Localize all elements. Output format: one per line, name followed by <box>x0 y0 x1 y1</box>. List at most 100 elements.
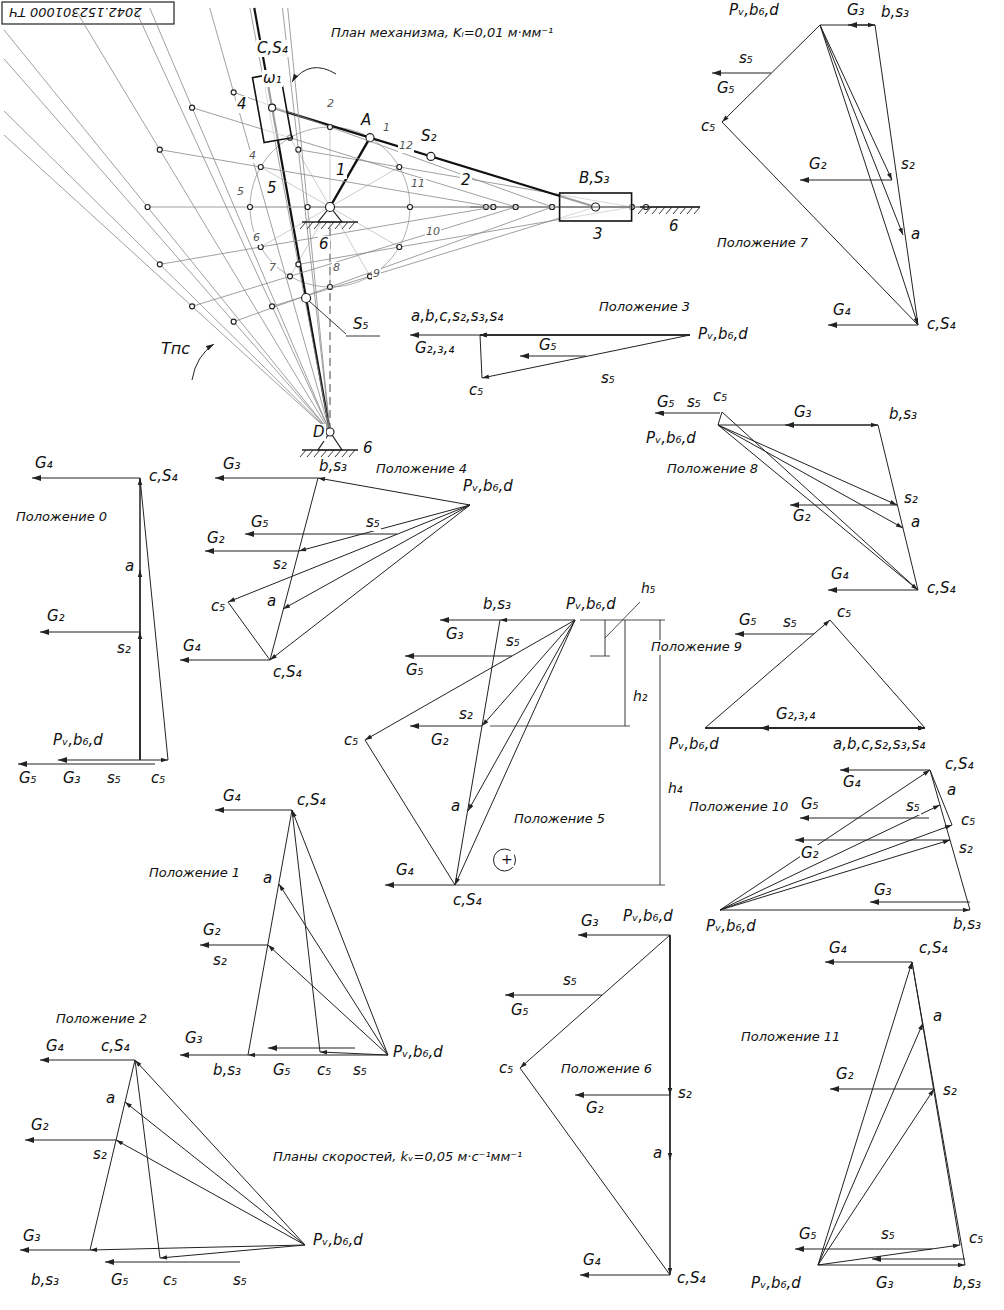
arrow-head <box>840 767 849 773</box>
sign-circle <box>494 849 516 871</box>
drawing-label: G₃ <box>873 882 893 899</box>
drawing-label: s₅ <box>600 370 616 387</box>
weight-force-arrow <box>180 1054 248 1055</box>
drawing-label: Положение 0 <box>15 510 108 525</box>
arrow-head <box>760 725 769 731</box>
ground-hatch <box>342 450 348 457</box>
arrow-head <box>440 617 449 623</box>
drawing-label: B,S₃ <box>578 170 611 187</box>
weight-force-arrow <box>825 961 912 962</box>
relative-velocity-line <box>135 1060 160 1258</box>
rotation-arrow <box>292 68 336 82</box>
arrow-head <box>480 333 487 337</box>
velocity-vector <box>228 505 470 602</box>
velocity-vector <box>320 1052 388 1055</box>
weight-force-arrow <box>25 1139 116 1140</box>
arrow-head <box>248 1053 255 1057</box>
velocity-vector <box>705 620 830 728</box>
arrow-head <box>480 333 487 337</box>
drawing-label: a,b,c,s₂,s₃,s₄ <box>832 736 926 753</box>
ground-hatch <box>694 207 700 214</box>
weight-force-arrow <box>410 725 482 726</box>
arrow-head <box>480 333 487 337</box>
drawing-label: a <box>450 798 461 815</box>
velocity-vector <box>818 1089 934 1265</box>
drawing-label: G₃ <box>445 626 465 643</box>
drawing-label: G₄ <box>45 1038 65 1055</box>
drawing-label: G₅ <box>738 612 758 629</box>
drawing-label: a,b,c,s₂,s₃,s₄ <box>410 308 504 325</box>
crank-pin-position <box>258 165 263 170</box>
relative-velocity-line <box>912 962 960 1245</box>
drawing-label: G₃ <box>22 1228 42 1245</box>
rocker-position <box>4 30 330 432</box>
link-velocity-line <box>875 25 918 325</box>
velocity-vector <box>160 1245 305 1258</box>
drawing-label: s₂ <box>942 1082 958 1099</box>
arrow-head <box>578 932 587 938</box>
arrow-head <box>410 332 419 338</box>
drawing-label: s₂ <box>900 156 916 173</box>
drawing-label: b,s₃ <box>880 4 910 21</box>
velocity-vector <box>500 620 575 621</box>
drawing-label: G₄ <box>34 455 54 472</box>
velocity-vector <box>718 425 878 426</box>
arrow-head <box>580 1272 589 1278</box>
weight-force-arrow <box>245 533 397 534</box>
weight-force-arrow <box>18 763 155 764</box>
drawing-label: Tпс <box>160 340 191 358</box>
link-velocity-line <box>455 620 500 885</box>
arrow-head <box>200 942 209 948</box>
ground-hatch <box>328 450 334 457</box>
arrow-head <box>90 1248 97 1252</box>
rocker-position <box>210 8 330 432</box>
drawing-label: G₄ <box>832 302 852 319</box>
drawing-label: Pᵥ,b₆,d <box>728 2 780 19</box>
velocity-vector <box>820 25 918 325</box>
drawing-label: + <box>500 851 514 867</box>
rod-position <box>160 207 494 264</box>
arrow-head <box>105 1259 114 1265</box>
drawing-label: G₃ <box>62 770 82 787</box>
drawing-label: a <box>652 1145 663 1162</box>
drawing-label: G₅ <box>538 337 558 354</box>
drawing-label: s₂ <box>458 706 474 723</box>
drawing-label: G₄ <box>395 862 415 879</box>
drawing-label: s₅ <box>106 770 122 787</box>
position-number: 5 <box>236 186 245 199</box>
arrow-head <box>520 353 529 359</box>
position-number: 12 <box>398 140 414 153</box>
arrow-head <box>215 807 224 813</box>
drawing-label: c₅ <box>498 1060 514 1077</box>
slider-block <box>560 193 632 221</box>
drawing-label: Pᵥ,b₆,d <box>645 430 697 447</box>
slider-pin-position <box>296 262 301 267</box>
link-velocity-line <box>248 810 292 1055</box>
weight-force-arrow <box>268 1047 355 1048</box>
drawing-label: s₅ <box>365 514 381 531</box>
drawing-label: G₃ <box>875 1275 895 1292</box>
drawing-label: 1 <box>335 162 347 179</box>
rocker-position <box>74 8 330 432</box>
drawing-label: Pᵥ,b₆,d <box>462 478 514 495</box>
arrow-head <box>825 959 834 965</box>
relative-velocity-line <box>520 1068 670 1275</box>
drawing-label: Положение 8 <box>666 462 759 477</box>
ground-hatch <box>342 222 348 229</box>
arrow-head <box>828 322 837 328</box>
velocity-vector <box>820 25 892 180</box>
crank-position <box>290 138 330 207</box>
velocity-vector <box>480 335 690 336</box>
crank-position <box>330 207 399 247</box>
drawing-label: Положение 6 <box>560 1062 653 1077</box>
crank-pin-position <box>397 245 402 250</box>
ground-hatch <box>680 207 686 214</box>
arrow-head <box>410 723 419 729</box>
arrow-head <box>40 1057 49 1063</box>
drawing-label: c,S₄ <box>148 468 179 485</box>
velocity-vector <box>670 935 671 1275</box>
arrow-head <box>823 620 830 626</box>
drawing-label: a <box>946 782 957 799</box>
drawing-label: c₅ <box>836 604 852 621</box>
